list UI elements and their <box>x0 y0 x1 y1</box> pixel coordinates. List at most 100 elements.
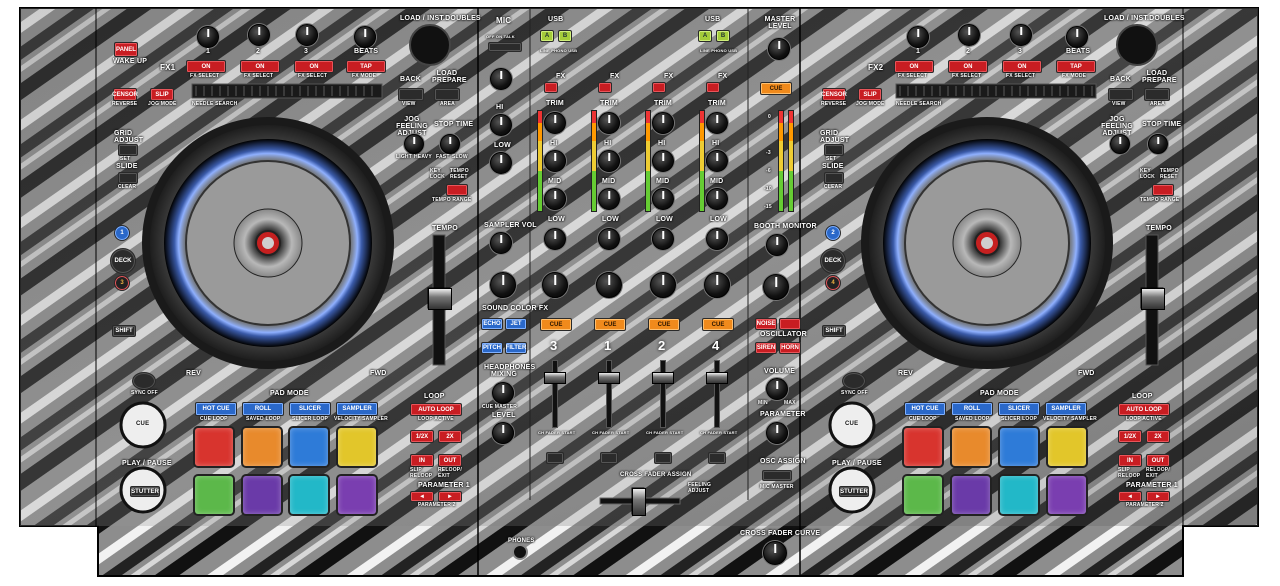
r-back-button[interactable] <box>1108 88 1134 101</box>
mid-eq-knob-ch1[interactable] <box>598 188 620 210</box>
tap-button[interactable]: TAP <box>346 60 386 73</box>
fx2-knob-1[interactable] <box>907 26 929 48</box>
r-pad-1[interactable] <box>904 428 942 466</box>
r-loop-out-button[interactable]: OUT <box>1146 454 1170 467</box>
cfx-knob-ch4[interactable] <box>704 272 730 298</box>
crossfader-assign-ch4[interactable] <box>708 452 726 464</box>
parameter-minus-button[interactable]: ◄ <box>410 491 434 502</box>
fx2-beats-knob[interactable] <box>1066 26 1088 48</box>
pad-7[interactable] <box>290 476 328 514</box>
r-stop-time-knob[interactable] <box>1148 134 1168 154</box>
master-level-knob[interactable] <box>768 38 790 60</box>
jog-feeling-knob[interactable] <box>404 134 424 154</box>
r-jog-feeling-knob[interactable] <box>1110 134 1130 154</box>
cue-button-ch2[interactable]: CUE <box>648 318 680 331</box>
fx1-assign-ch1[interactable] <box>598 82 612 93</box>
loop-double-button[interactable]: 2X <box>438 430 462 443</box>
fx2-knob-2[interactable] <box>958 24 980 46</box>
cfx-knob-ch3[interactable] <box>542 272 568 298</box>
mic-level-knob[interactable] <box>490 68 512 90</box>
tempo-slider-right[interactable] <box>1141 288 1165 310</box>
r-deck-select-button[interactable]: DECK <box>820 248 846 274</box>
channel-fader-ch2[interactable] <box>652 372 674 384</box>
parameter-plus-button[interactable]: ► <box>438 491 462 502</box>
headphone-jack[interactable] <box>512 544 528 560</box>
r-parameter-plus-button[interactable]: ► <box>1146 491 1170 502</box>
play-pause-button-right[interactable] <box>830 468 874 512</box>
noise-button[interactable]: NOISE <box>755 318 777 330</box>
loop-out-button[interactable]: OUT <box>438 454 462 467</box>
fx1-assign-ch3[interactable] <box>544 82 558 93</box>
deck-select-button[interactable]: DECK <box>110 248 136 274</box>
channel-fader-ch4[interactable] <box>706 372 728 384</box>
loop-half-button[interactable]: 1/2X <box>410 430 434 443</box>
r-pad-4[interactable] <box>1048 428 1086 466</box>
r-loop-half-button[interactable]: 1/2X <box>1118 430 1142 443</box>
fx1-knob-3[interactable] <box>296 24 318 46</box>
tempo-slider-left[interactable] <box>428 288 452 310</box>
stop-time-knob[interactable] <box>440 134 460 154</box>
trim-knob-ch3[interactable] <box>544 112 566 134</box>
fx1-knob-1[interactable] <box>197 26 219 48</box>
filter-button[interactable]: FILTER <box>505 342 527 354</box>
headphones-level-knob[interactable] <box>492 422 514 444</box>
crossfader-cap[interactable] <box>632 488 646 516</box>
r-stutter-button[interactable]: STUTTER <box>839 486 869 497</box>
sampler-button[interactable]: SAMPLER <box>336 402 378 416</box>
r-roll-button[interactable]: ROLL <box>951 402 993 416</box>
hi-eq-knob-ch3[interactable] <box>544 150 566 172</box>
osc-assign-switch[interactable] <box>762 470 792 481</box>
load-prepare-button[interactable] <box>434 88 460 101</box>
low-eq-knob-ch3[interactable] <box>544 228 566 250</box>
jog-wheel-left[interactable] <box>142 117 394 369</box>
fx2-knob-3[interactable] <box>1010 24 1032 46</box>
pad-6[interactable] <box>243 476 281 514</box>
mic-hi-knob[interactable] <box>490 114 512 136</box>
cfx-knob-ch2[interactable] <box>650 272 676 298</box>
r-auto-loop-button[interactable]: AUTO LOOP <box>1118 403 1170 416</box>
pad-1[interactable] <box>195 428 233 466</box>
r-pad-3[interactable] <box>1000 428 1038 466</box>
hi-eq-knob-ch2[interactable] <box>652 150 674 172</box>
r-cue-button-label[interactable]: CUE <box>845 421 859 427</box>
osc-button-2[interactable] <box>779 318 801 330</box>
cfx-knob-ch1[interactable] <box>596 272 622 298</box>
sampler-vol-knob[interactable] <box>490 232 512 254</box>
tempo-range-button[interactable] <box>446 184 468 196</box>
r-censor-button[interactable]: CENSOR <box>821 88 847 101</box>
r-pad-5[interactable] <box>904 476 942 514</box>
play-pause-button-left[interactable] <box>121 468 165 512</box>
hi-eq-knob-ch1[interactable] <box>598 150 620 172</box>
censor-button[interactable]: CENSOR <box>112 88 138 101</box>
pad-3[interactable] <box>290 428 328 466</box>
low-eq-knob-ch1[interactable] <box>598 228 620 250</box>
horn-button[interactable]: HORN <box>779 342 801 354</box>
cue-button-label[interactable]: CUE <box>136 421 150 427</box>
usb-b-button-left[interactable]: B <box>558 30 572 42</box>
r-sync-button[interactable] <box>842 372 866 390</box>
channel-fader-ch1[interactable] <box>598 372 620 384</box>
r-grid-set-button[interactable] <box>824 144 844 156</box>
fx2-on-button-2[interactable]: ON <box>948 60 988 73</box>
r-pad-7[interactable] <box>1000 476 1038 514</box>
back-button[interactable] <box>398 88 424 101</box>
jet-button[interactable]: JET <box>505 318 527 330</box>
channel-fader-ch3[interactable] <box>544 372 566 384</box>
cue-button-right[interactable] <box>830 403 874 447</box>
r-loop-double-button[interactable]: 2X <box>1146 430 1170 443</box>
r-tap-button[interactable]: TAP <box>1056 60 1096 73</box>
roll-button[interactable]: ROLL <box>242 402 284 416</box>
trim-knob-ch2[interactable] <box>652 112 674 134</box>
r-parameter-minus-button[interactable]: ◄ <box>1118 491 1142 502</box>
trim-knob-ch4[interactable] <box>706 112 728 134</box>
hot-cue-button[interactable]: HOT CUE <box>195 402 237 416</box>
cue-button-ch3[interactable]: CUE <box>540 318 572 331</box>
r-sampler-button[interactable]: SAMPLER <box>1045 402 1087 416</box>
r-load-prepare-button[interactable] <box>1144 88 1170 101</box>
mic-switch[interactable] <box>488 42 522 52</box>
r-slicer-button[interactable]: SLICER <box>998 402 1040 416</box>
cfx-knob-master[interactable] <box>763 274 789 300</box>
pad-8[interactable] <box>338 476 376 514</box>
fx1-assign-ch2[interactable] <box>652 82 666 93</box>
crossfader-assign-ch1[interactable] <box>600 452 618 464</box>
